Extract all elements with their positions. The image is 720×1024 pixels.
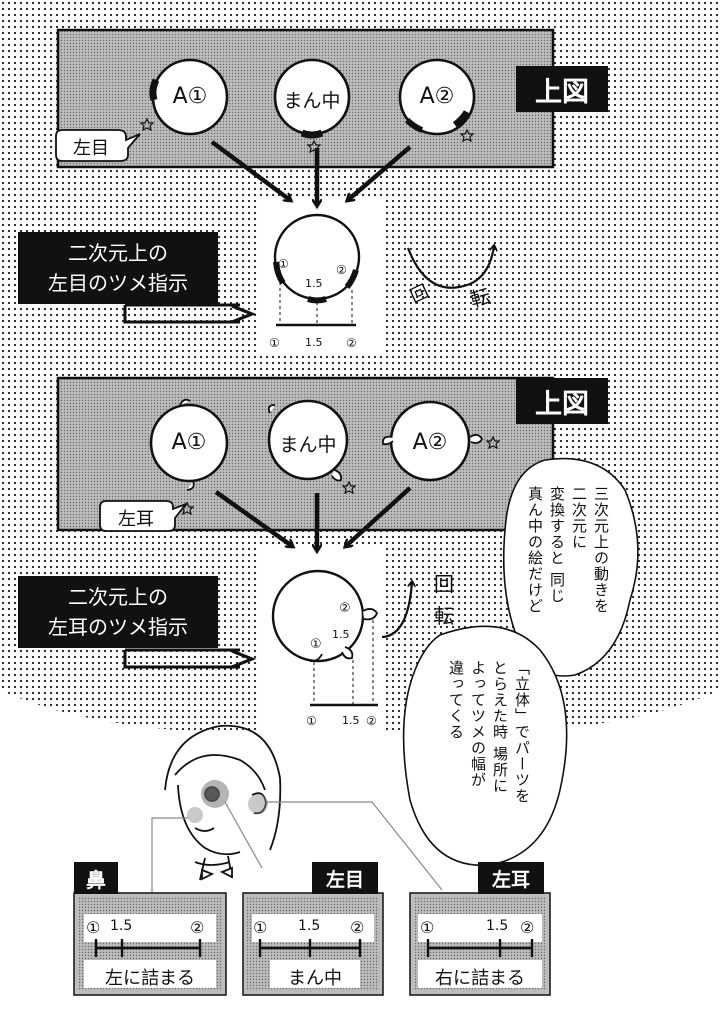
thought-bubble-1 bbox=[502, 457, 639, 677]
narration-line: 違ってくる bbox=[447, 660, 465, 740]
narration-line: 三次元上の動きを bbox=[592, 486, 610, 614]
ear-highlight bbox=[248, 794, 268, 814]
diagram-mark-2: ② bbox=[339, 601, 351, 616]
instruction-line2: 左耳のツメ指示 bbox=[48, 615, 188, 639]
circle-label-a1: A① bbox=[171, 430, 207, 455]
eye-diagram-1 bbox=[273, 213, 361, 327]
ear-diagram-2 bbox=[271, 569, 379, 707]
narration-line: とらえた時 場所に bbox=[491, 660, 509, 794]
part-label-ear: 左耳 bbox=[118, 509, 154, 530]
box-mark-15: 1.5 bbox=[110, 918, 133, 934]
circle-label-a1: A① bbox=[172, 84, 208, 109]
circle-label-a2: A② bbox=[412, 430, 448, 455]
rotate-char-2: 転 bbox=[434, 604, 454, 628]
narration-line: 真ん中の絵だけど bbox=[526, 486, 544, 614]
part-tag-2 bbox=[99, 500, 189, 532]
diagram-mark-1: ① bbox=[310, 637, 322, 652]
axis-mark-15: 1.5 bbox=[342, 714, 360, 727]
box-caption-nose: 左に詰まる bbox=[105, 968, 195, 989]
box-mark-1: ① bbox=[253, 918, 268, 937]
box-mark-2: ② bbox=[350, 918, 365, 937]
bottom-box-nose bbox=[73, 892, 227, 996]
circle-label-a2: A② bbox=[419, 84, 455, 109]
view-label-top-2: 上図 bbox=[516, 378, 608, 424]
axis-mark-2: ② bbox=[346, 336, 357, 350]
axis-mark-15: 1.5 bbox=[305, 336, 323, 349]
star-marks-1 bbox=[139, 117, 475, 154]
narration-line: よってツメの幅が bbox=[469, 660, 487, 788]
eye-circles-1 bbox=[149, 58, 476, 139]
box-mark-1: ① bbox=[86, 918, 101, 937]
diagram-mark-1: ① bbox=[278, 257, 289, 271]
box-title-eye: 左目 bbox=[312, 862, 378, 894]
instruction-box-eye: 二次元上の 左目のツメ指示 bbox=[18, 232, 218, 304]
diagram-mark-15: 1.5 bbox=[332, 628, 350, 641]
diagram-mark-15: 1.5 bbox=[305, 277, 323, 290]
diagram-mark-2: ② bbox=[336, 263, 347, 277]
box-mark-2: ② bbox=[520, 918, 535, 937]
instruction-line1: 二次元上の bbox=[68, 241, 168, 265]
instruction-line2: 左目のツメ指示 bbox=[48, 271, 188, 295]
instruction-box-ear: 二次元上の 左耳のツメ指示 bbox=[18, 576, 218, 648]
narration-line: 「立体」でパーツを bbox=[513, 660, 531, 804]
bottom-box-ear bbox=[409, 892, 551, 996]
box-mark-15: 1.5 bbox=[486, 918, 509, 934]
narration-line: 二次元に bbox=[570, 486, 588, 550]
box-caption-eye: まん中 bbox=[288, 968, 342, 989]
view-label-top-1: 上図 bbox=[516, 66, 608, 112]
instruction-line1: 二次元上の bbox=[68, 585, 168, 609]
girl-illustration bbox=[164, 724, 282, 881]
eye-highlight bbox=[201, 780, 229, 808]
axis-mark-1: ① bbox=[269, 336, 280, 350]
part-label-eye: 左目 bbox=[73, 138, 109, 159]
axis-mark-1: ① bbox=[306, 714, 317, 728]
box-mark-2: ② bbox=[190, 918, 205, 937]
circle-label-center: まん中 bbox=[283, 90, 341, 112]
circle-label-center: まん中 bbox=[279, 434, 337, 456]
narration-line: 変換すると 同じ bbox=[548, 486, 566, 604]
box-title-ear: 左耳 bbox=[478, 862, 544, 894]
box-title-nose: 鼻 bbox=[74, 862, 118, 894]
box-mark-1: ① bbox=[420, 918, 435, 937]
axis-mark-2: ② bbox=[366, 714, 377, 728]
ear-circles-2 bbox=[149, 398, 484, 491]
rotate-char-1: 回 bbox=[434, 572, 454, 596]
bottom-box-eye bbox=[242, 892, 384, 996]
nose-highlight bbox=[187, 807, 203, 823]
box-caption-ear: 右に詰まる bbox=[435, 968, 525, 989]
box-mark-15: 1.5 bbox=[298, 918, 321, 934]
part-tag-1 bbox=[55, 129, 141, 162]
